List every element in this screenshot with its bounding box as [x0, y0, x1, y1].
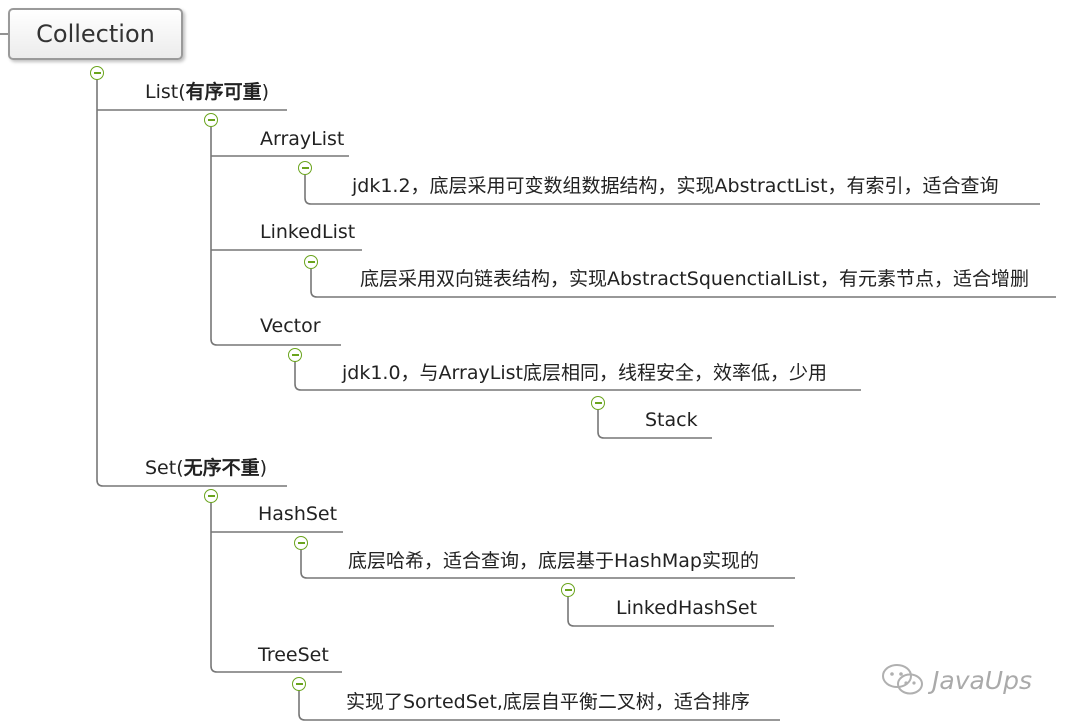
collapse-toggle-icon[interactable] — [561, 583, 575, 597]
node-list-qualifier: 有序可重 — [185, 81, 262, 103]
node-treeset-desc[interactable]: 实现了SortedSet,底层自平衡二叉树，适合排序 — [346, 691, 750, 713]
collapse-toggle-icon[interactable] — [90, 66, 104, 80]
collapse-toggle-icon[interactable] — [292, 677, 306, 691]
node-treeset[interactable]: TreeSet — [258, 644, 329, 666]
node-list-name: List( — [145, 81, 186, 103]
collapse-toggle-icon[interactable] — [204, 113, 218, 127]
collapse-toggle-icon[interactable] — [304, 255, 318, 269]
watermark-text: JavaUps — [932, 665, 1032, 695]
node-linkedlist-desc[interactable]: 底层采用双向链表结构，实现AbstractSquenctialList，有元素节… — [360, 268, 1029, 290]
wechat-icon — [882, 664, 923, 695]
watermark: JavaUps — [880, 662, 1032, 698]
collapse-toggle-icon[interactable] — [591, 396, 605, 410]
node-set-qualifier: 无序不重 — [183, 457, 260, 479]
node-vector[interactable]: Vector — [260, 315, 321, 337]
node-hashset[interactable]: HashSet — [258, 503, 338, 525]
node-arraylist-desc[interactable]: jdk1.2，底层采用可变数组数据结构，实现AbstractList，有索引，适… — [352, 175, 999, 197]
node-set[interactable]: Set(无序不重) — [145, 456, 267, 480]
node-set-close: ) — [259, 457, 268, 479]
node-linkedhashset[interactable]: LinkedHashSet — [616, 597, 758, 619]
node-list-close: ) — [261, 81, 270, 103]
root-node-collection[interactable]: Collection — [8, 8, 183, 60]
node-list[interactable]: List(有序可重) — [145, 80, 269, 104]
node-linkedlist[interactable]: LinkedList — [260, 221, 356, 243]
collapse-toggle-icon[interactable] — [298, 161, 312, 175]
node-vector-desc[interactable]: jdk1.0，与ArrayList底层相同，线程安全，效率低，少用 — [342, 362, 827, 384]
node-arraylist[interactable]: ArrayList — [260, 128, 345, 150]
collapse-toggle-icon[interactable] — [294, 536, 308, 550]
node-stack[interactable]: Stack — [645, 409, 698, 431]
collapse-toggle-icon[interactable] — [288, 348, 302, 362]
node-set-name: Set( — [145, 457, 184, 479]
node-hashset-desc[interactable]: 底层哈希，适合查询，底层基于HashMap实现的 — [348, 550, 759, 572]
collapse-toggle-icon[interactable] — [204, 489, 218, 503]
